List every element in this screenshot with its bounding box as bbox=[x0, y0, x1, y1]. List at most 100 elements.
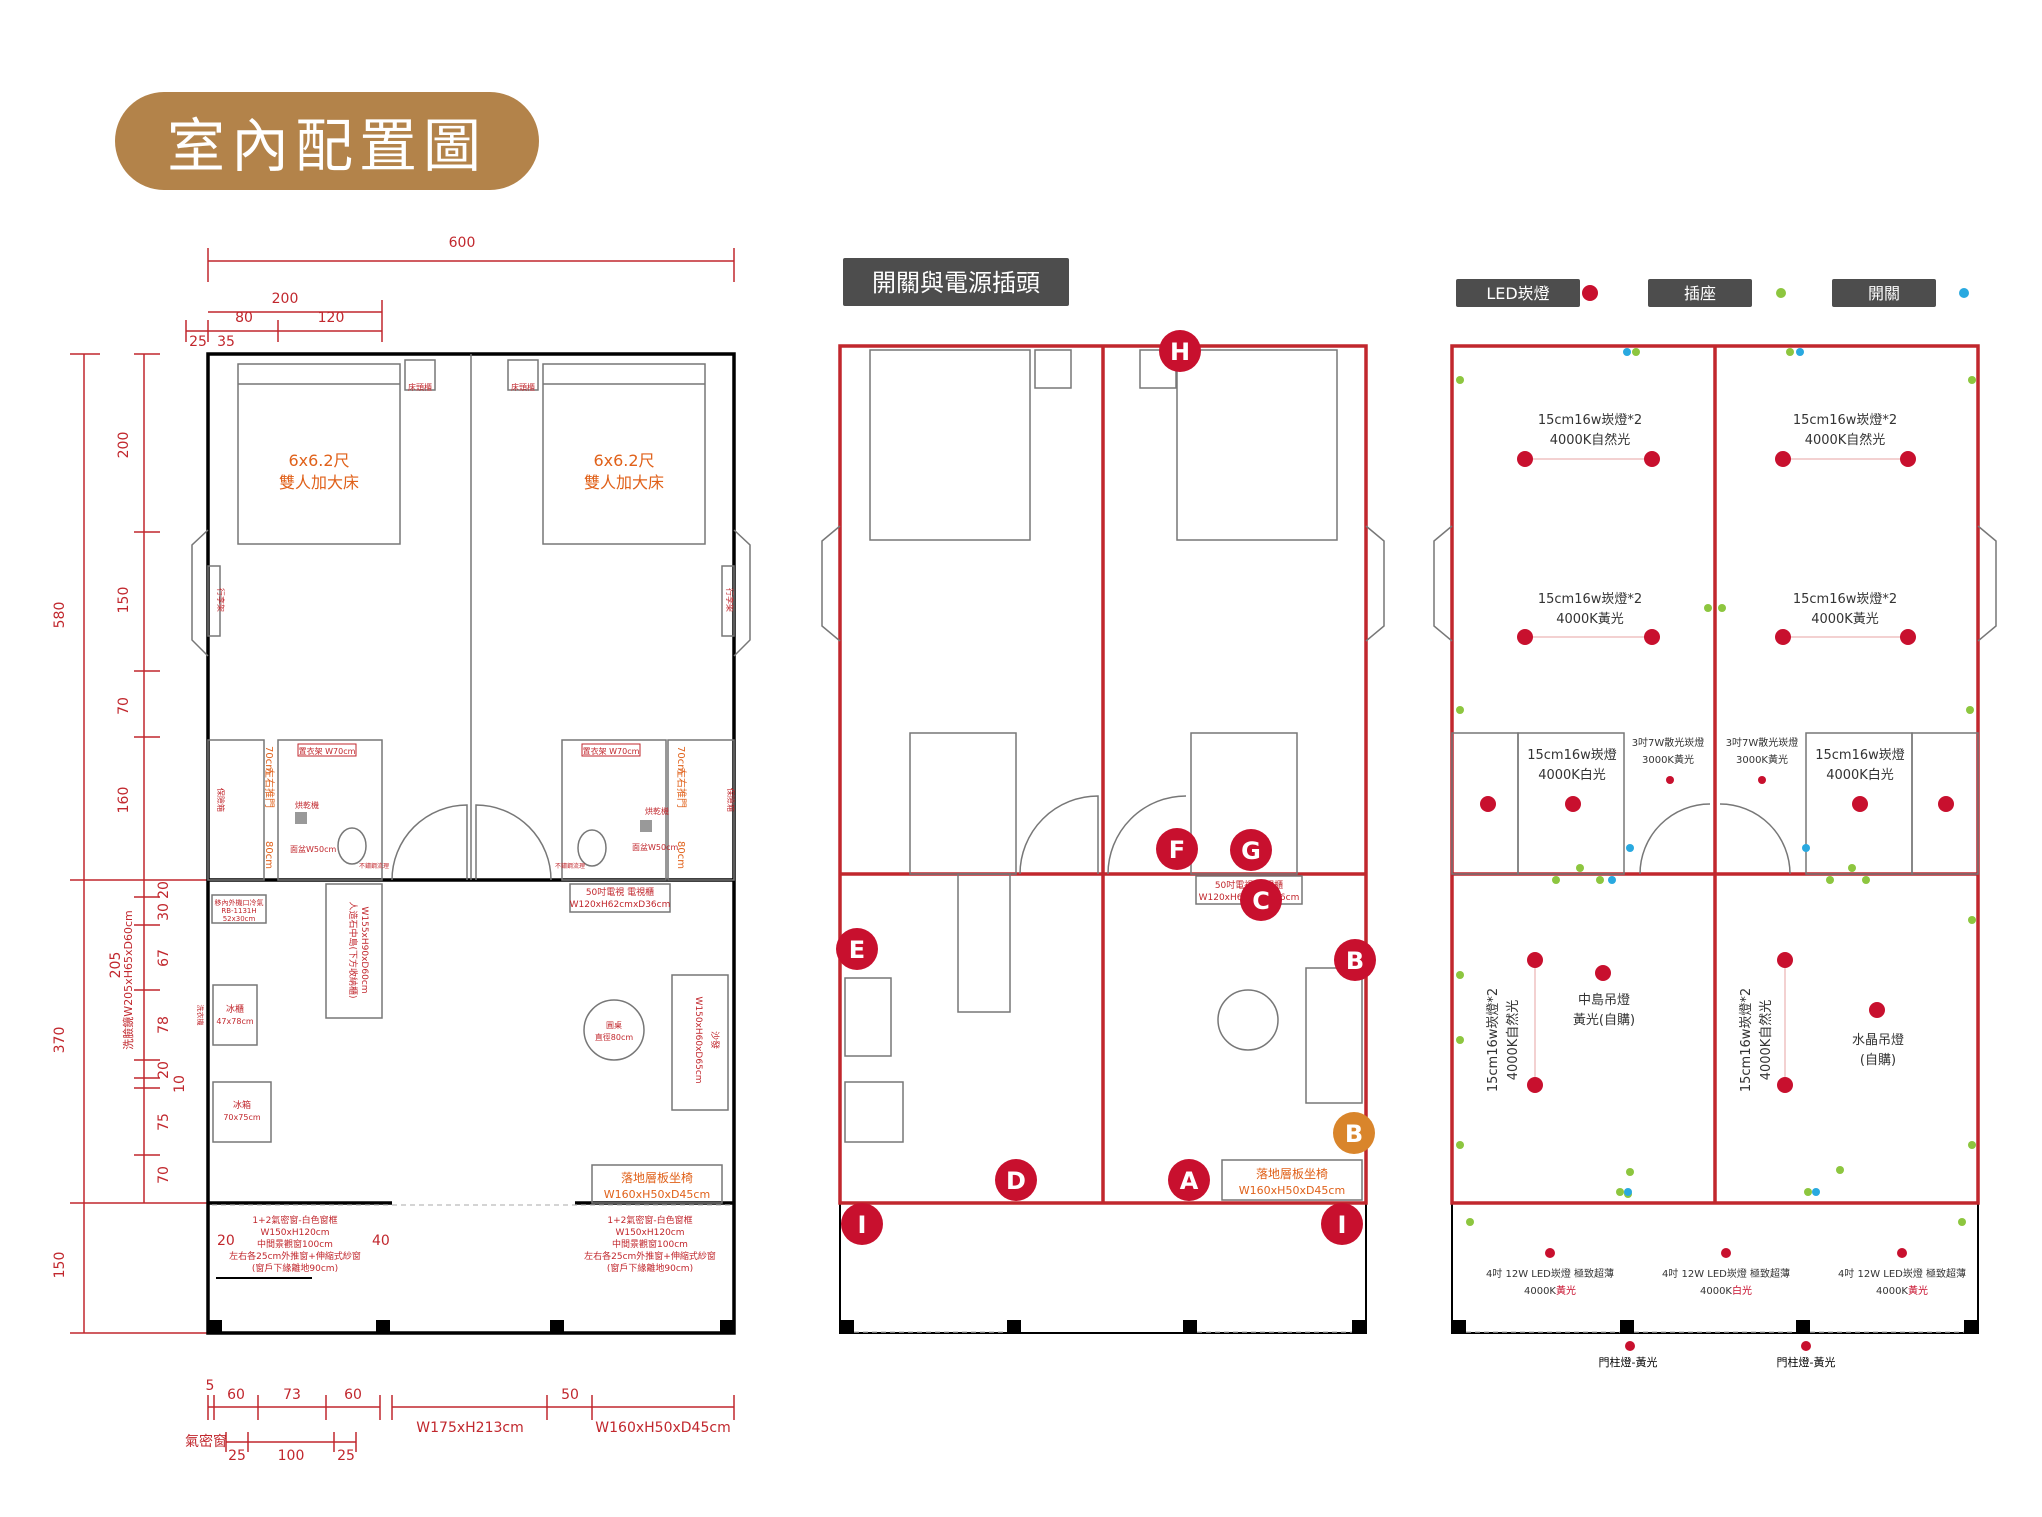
dim-580: 580 bbox=[52, 602, 68, 629]
airtight-label: 氣密窗 bbox=[185, 1433, 227, 1450]
marker-D: D bbox=[995, 1159, 1037, 1201]
mirror-wardrobe-label: 洗臉鏡W205xH65xD60cm bbox=[121, 910, 135, 1049]
switch-dots bbox=[1608, 348, 1820, 1196]
light-mid-2-line2: 4000K黃光 bbox=[1811, 612, 1879, 627]
light-mid-2-line1: 15cm16w崁燈*2 bbox=[1793, 592, 1897, 607]
living-left-line2: 4000K自然光 bbox=[1505, 1000, 1521, 1081]
marker-F: F bbox=[1156, 828, 1198, 870]
svg-text:I: I bbox=[1338, 1211, 1347, 1239]
ac-left-size: 52x30cm bbox=[223, 915, 256, 923]
porch-3-line2-a: 4000K bbox=[1876, 1286, 1908, 1297]
svg-text:D: D bbox=[1006, 1167, 1026, 1195]
dim-25: 25 bbox=[189, 334, 207, 350]
lights-bathrooms: 15cm16w崁燈 4000K白光 15cm16w崁燈 4000K白光 3吋7W… bbox=[1480, 736, 1954, 812]
panel-lighting: LED崁燈 插座 開關 15cm16w崁燈*2 4000K自然光 bbox=[1433, 279, 1997, 1369]
sofa bbox=[671, 974, 729, 1111]
window-left-line2: W150xH120cm bbox=[260, 1228, 329, 1238]
top-dimensions: 600 200 80 120 25 35 bbox=[185, 235, 735, 350]
dim-5: 5 bbox=[206, 1378, 215, 1394]
svg-text:4000K白光: 4000K白光 bbox=[1700, 1284, 1752, 1297]
light-top-1-line2: 4000K自然光 bbox=[1550, 432, 1631, 448]
ac-left-model: RB-1131H bbox=[221, 907, 256, 915]
living-right-line1: 15cm16w崁燈*2 bbox=[1739, 988, 1754, 1092]
size-70-right: 70cm bbox=[675, 746, 686, 774]
dim-60b: 60 bbox=[344, 1387, 362, 1403]
dim-50: 50 bbox=[561, 1387, 579, 1403]
round-table-label: 圓桌 bbox=[606, 1020, 622, 1030]
sink-left: 不鏽鋼流理 bbox=[359, 862, 389, 870]
porch-2-line2-a: 4000K bbox=[1700, 1286, 1732, 1297]
outlet-dots bbox=[1456, 348, 1976, 1226]
size-70-left: 70cm bbox=[263, 746, 274, 774]
slide-door-right: 左右推門 bbox=[675, 768, 688, 808]
legend-switch: 開關 bbox=[1868, 284, 1900, 303]
dim-67: 67 bbox=[156, 949, 172, 967]
hall-2-line2: 3000K黃光 bbox=[1736, 753, 1788, 766]
marker-E: E bbox=[836, 928, 878, 970]
svg-text:B: B bbox=[1346, 947, 1364, 975]
light-mid-1-line2: 4000K黃光 bbox=[1556, 612, 1624, 627]
dim-door: W175xH213cm bbox=[416, 1420, 523, 1436]
wardrobe-left: 置衣架 W70cm bbox=[299, 746, 356, 756]
marker-H: H bbox=[1159, 330, 1201, 372]
dim-370: 370 bbox=[52, 1027, 68, 1054]
svg-text:4000K黃光: 4000K黃光 bbox=[1524, 1284, 1576, 1297]
pillar-1: 門柱燈-黃光 bbox=[1599, 1355, 1658, 1369]
marker-G: G bbox=[1230, 829, 1272, 871]
marker-I-left: I bbox=[841, 1203, 883, 1245]
round-table-size: 直徑80cm bbox=[595, 1032, 634, 1042]
window-left-line3: 中間景觀窗100cm bbox=[257, 1238, 333, 1250]
light-top-1-line1: 15cm16w崁燈*2 bbox=[1538, 413, 1642, 428]
dim-40-window: 40 bbox=[372, 1233, 390, 1249]
round-table bbox=[583, 999, 645, 1061]
window-right-line4: 左右各25cm外推窗+伸縮式紗窗 bbox=[584, 1250, 716, 1262]
svg-text:E: E bbox=[849, 936, 865, 964]
svg-text:G: G bbox=[1241, 837, 1261, 865]
dim-73: 73 bbox=[283, 1387, 301, 1403]
bed-left bbox=[237, 363, 401, 545]
dim-80: 80 bbox=[235, 310, 253, 326]
basin-left: 面盆W50cm bbox=[290, 844, 336, 854]
washer-label: 洗衣機 bbox=[196, 1005, 205, 1026]
panel-switches-outlets: 開關與電源插頭 50吋電視 電視櫃 W120xH62cmxD36cm 落地層板坐… bbox=[821, 258, 1385, 1334]
bed-left-name: 雙人加大床 bbox=[279, 473, 359, 492]
dim-600: 600 bbox=[449, 235, 476, 251]
dim-bench: W160xH50xD45cm bbox=[595, 1420, 730, 1436]
nightstand-left: 床頭櫃 bbox=[408, 382, 432, 392]
bathroom-left bbox=[277, 739, 383, 881]
left-dimensions: 580 370 150 200 150 70 160 20 30 67 78 2… bbox=[52, 353, 208, 1334]
living-right-line2: 4000K自然光 bbox=[1758, 1000, 1774, 1081]
marker-C: C bbox=[1240, 879, 1282, 921]
dim-25b: 25 bbox=[337, 1448, 355, 1464]
size-80-left: 80cm bbox=[263, 841, 274, 869]
dim-35: 35 bbox=[217, 334, 235, 350]
porch-3-line1: 4吋 12W LED崁燈 極致超薄 bbox=[1838, 1267, 1966, 1280]
living-left-line1: 15cm16w崁燈*2 bbox=[1486, 988, 1501, 1092]
lights-living-right: 15cm16w崁燈*2 4000K自然光 水晶吊燈 (自購) bbox=[1739, 952, 1904, 1093]
window-right-line5: (窗戶下緣離地90cm) bbox=[607, 1262, 693, 1274]
svg-text:F: F bbox=[1169, 836, 1185, 864]
bench-size: W160xH50xD45cm bbox=[604, 1188, 710, 1201]
pendant-2-line1: 水晶吊燈 bbox=[1852, 1033, 1904, 1048]
legend-outlet-dot bbox=[1776, 288, 1786, 298]
dim-20b: 20 bbox=[156, 1061, 172, 1079]
lights-porch: 4吋 12W LED崁燈 極致超薄 4000K黃光 4吋 12W LED崁燈 極… bbox=[1486, 1248, 1966, 1369]
legend-led: LED崁燈 bbox=[1486, 284, 1549, 303]
porch-3-line2-b: 黃光 bbox=[1908, 1284, 1928, 1297]
bathroom-right bbox=[561, 739, 667, 881]
dim-200v: 200 bbox=[116, 432, 132, 459]
luggage-left: 行李架 bbox=[216, 588, 226, 612]
bottom-dimensions: 5 60 73 60 W175xH213cm 50 W160xH50xD45cm… bbox=[185, 1378, 735, 1464]
svg-text:C: C bbox=[1252, 887, 1270, 915]
marker-B-red: B bbox=[1334, 939, 1376, 981]
porch-2-line2-b: 白光 bbox=[1732, 1284, 1752, 1297]
bed-left-size: 6x6.2尺 bbox=[288, 451, 349, 470]
marker-I-right: I bbox=[1321, 1203, 1363, 1245]
dim-75: 75 bbox=[156, 1113, 172, 1131]
fridge-size: 70x75cm bbox=[223, 1113, 260, 1122]
hall-1-line1: 3吋7W散光崁燈 bbox=[1632, 736, 1705, 749]
dim-20a: 20 bbox=[156, 881, 172, 899]
bench-label: 落地層板坐椅 bbox=[621, 1171, 693, 1185]
dim-150v: 150 bbox=[116, 587, 132, 614]
light-top-2-line2: 4000K自然光 bbox=[1805, 432, 1886, 448]
